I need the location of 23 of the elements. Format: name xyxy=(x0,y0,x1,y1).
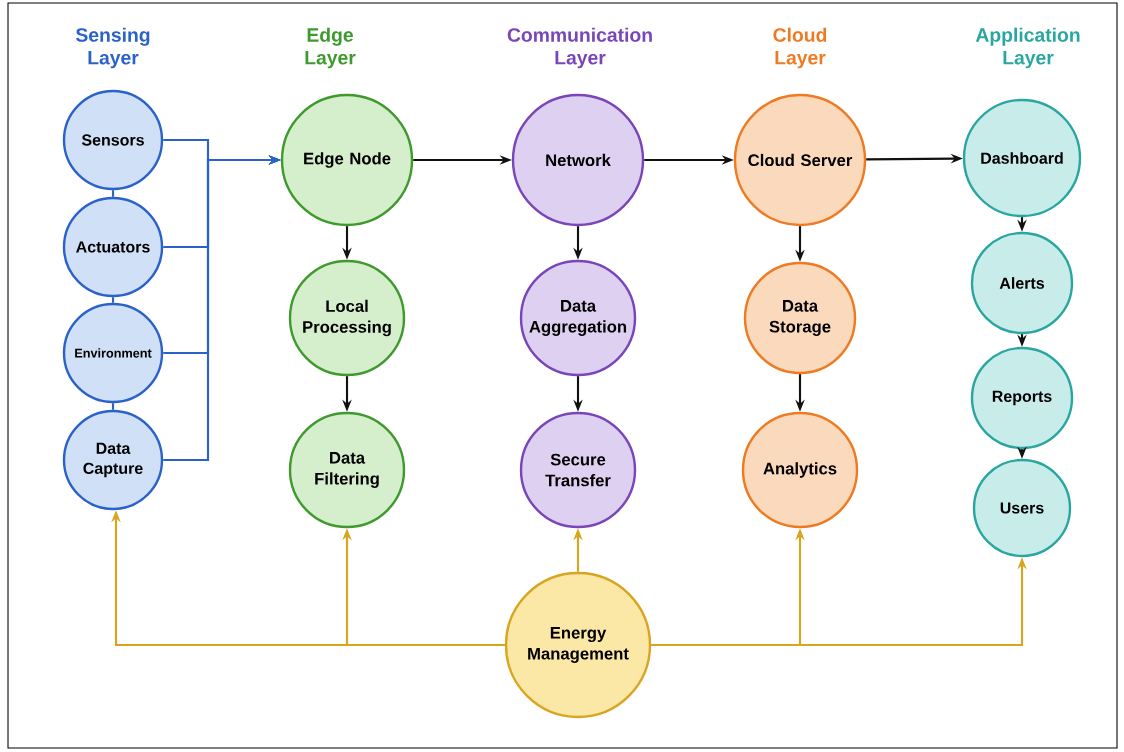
circle-node: Alerts xyxy=(970,231,1074,335)
circle-node: Network xyxy=(511,93,645,227)
circle-node: Reports xyxy=(970,346,1074,450)
circle-node: Dashboard xyxy=(962,98,1082,218)
layer-heading: Sensing Layer xyxy=(75,27,150,69)
circle-node: Analytics xyxy=(741,411,859,529)
circle-node: Data Capture xyxy=(62,409,164,511)
circle-node: Cloud Server xyxy=(733,93,867,227)
circle-node: Secure Transfer xyxy=(519,411,637,529)
circle-node: Users xyxy=(972,458,1072,558)
circle-node: Environment xyxy=(62,302,164,404)
layer-heading: Application Layer xyxy=(975,27,1080,69)
circle-node: Data Storage xyxy=(743,261,857,375)
circle-node: Data Filtering xyxy=(288,411,406,529)
circle-node: Data Aggregation xyxy=(519,259,637,377)
circle-node: Sensors xyxy=(62,89,164,191)
circle-node: Local Processing xyxy=(288,259,406,377)
layer-heading: Cloud Layer xyxy=(773,27,827,69)
circle-node: Edge Node xyxy=(280,93,414,227)
layer-heading: Edge Layer xyxy=(305,27,356,69)
circle-node: Energy Management xyxy=(504,571,652,719)
circle-node: Actuators xyxy=(62,196,164,298)
layer-heading: Communication Layer xyxy=(507,27,652,69)
